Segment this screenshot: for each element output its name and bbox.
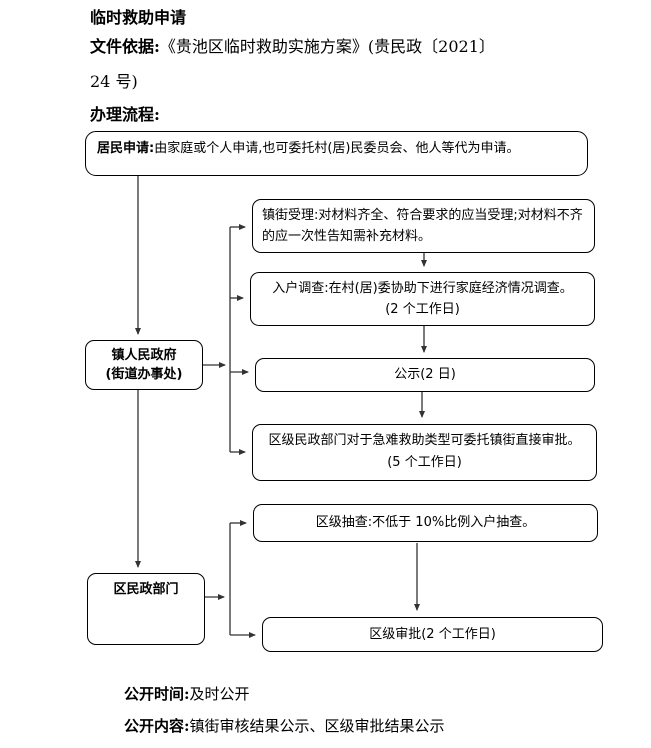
flow-box-household-survey: 入户调查:在村(居)委协助下进行家庭经济情况调查。 (2 个工作日) xyxy=(250,272,595,326)
process-heading: 办理流程: xyxy=(90,105,160,124)
publicity-content-label: 公开内容: xyxy=(124,717,190,735)
doc-basis-line: 文件依据:《贵池区临时救助实施方案》(贵民政〔2021〕 xyxy=(90,33,495,57)
delegated-approval-line2: (5 个工作日) xyxy=(387,455,462,470)
doc-basis-continuation: 24 号) xyxy=(90,72,138,91)
resident-apply-text: 由家庭或个人申请,也可委托村(居)民委员会、他人等代为申请。 xyxy=(154,141,520,156)
flow-box-district-civil-affairs: 区民政部门 xyxy=(87,573,205,645)
doc-title: 临时救助申请 xyxy=(90,8,187,27)
publicity-time-label: 公开时间: xyxy=(124,685,190,703)
flow-box-district-approval: 区级审批(2 个工作日) xyxy=(262,617,603,652)
resident-apply-label: 居民申请: xyxy=(97,141,155,156)
household-survey-line1: 入户调查:在村(居)委协助下进行家庭经济情况调查。 xyxy=(272,281,573,296)
flow-box-delegated-approval: 区级民政部门对于急难救助类型可委托镇街直接审批。 (5 个工作日) xyxy=(252,424,597,481)
flow-box-district-spot-check: 区级抽查:不低于 10%比例入户抽查。 xyxy=(253,504,598,542)
household-survey-line2: (2 个工作日) xyxy=(385,302,460,317)
delegated-approval-line1: 区级民政部门对于急难救助类型可委托镇街直接审批。 xyxy=(268,433,581,448)
flow-box-town-government: 镇人民政府 (街道办事处) xyxy=(85,340,203,390)
flow-box-town-acceptance: 镇街受理:对材料齐全、符合要求的应当受理;对材料不齐的应一次性告知需补充材料。 xyxy=(252,199,595,253)
town-government-line2: (街道办事处) xyxy=(105,367,183,382)
flow-box-resident-apply: 居民申请:由家庭或个人申请,也可委托村(居)民委员会、他人等代为申请。 xyxy=(85,131,588,176)
publicity-content-line: 公开内容:镇街审核结果公示、区级审批结果公示 xyxy=(124,715,445,736)
basis-text: 《贵池区临时救助实施方案》(贵民政〔2021〕 xyxy=(159,37,495,56)
publicity-content-text: 镇街审核结果公示、区级审批结果公示 xyxy=(189,717,445,735)
town-government-line1: 镇人民政府 xyxy=(111,348,177,363)
flow-box-publicity: 公示(2 日) xyxy=(255,358,595,392)
publicity-time-text: 及时公开 xyxy=(189,685,250,703)
basis-label: 文件依据: xyxy=(90,37,160,56)
publicity-time-line: 公开时间:及时公开 xyxy=(124,683,250,704)
